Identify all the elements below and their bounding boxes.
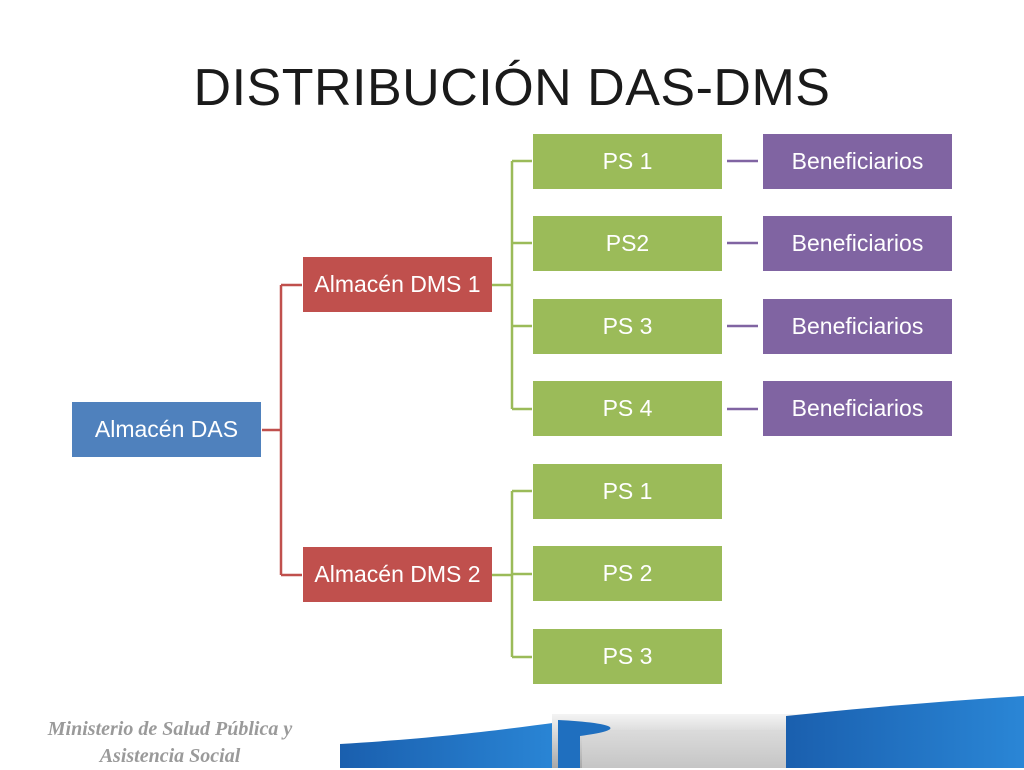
connector-dms1-ps <box>492 159 532 411</box>
node-dms1-ps-4: PS 4 <box>533 381 722 436</box>
footer-blue-band-right <box>786 696 1024 768</box>
footer-line-1: Ministerio de Salud Pública y <box>47 718 293 740</box>
node-label: PS 1 <box>602 478 653 504</box>
node-label: PS 2 <box>602 560 653 586</box>
node-almacen-dms-2: Almacén DMS 2 <box>303 547 492 602</box>
footer-blue-band-mid <box>558 720 611 768</box>
node-beneficiarios-1: Beneficiarios <box>763 134 952 189</box>
node-label: PS 3 <box>602 643 653 669</box>
node-dms2-ps-2: PS 2 <box>533 546 722 601</box>
connector-dms2-ps <box>492 489 532 659</box>
node-label: Beneficiarios <box>791 395 924 421</box>
node-label: PS2 <box>605 230 650 256</box>
footer-ministry: Ministerio de Salud Pública y Asistencia… <box>14 716 326 770</box>
node-label: PS 1 <box>602 148 653 174</box>
footer-silver-dark <box>582 730 810 768</box>
node-beneficiarios-2: Beneficiarios <box>763 216 952 271</box>
node-dms1-ps-1: PS 1 <box>533 134 722 189</box>
node-label: PS 4 <box>602 395 653 421</box>
connector-das-dms <box>262 283 302 577</box>
node-label: Almacén DAS <box>94 416 239 442</box>
node-beneficiarios-4: Beneficiarios <box>763 381 952 436</box>
node-label: Beneficiarios <box>791 230 924 256</box>
node-beneficiarios-3: Beneficiarios <box>763 299 952 354</box>
node-label: Almacén DMS 1 <box>314 271 481 297</box>
node-label: Almacén DMS 2 <box>314 561 481 587</box>
node-label: Beneficiarios <box>791 313 924 339</box>
node-dms2-ps-1: PS 1 <box>533 464 722 519</box>
node-dms2-ps-3: PS 3 <box>533 629 722 684</box>
node-dms1-ps-3: PS 3 <box>533 299 722 354</box>
slide-title: DISTRIBUCIÓN DAS-DMS <box>193 59 831 117</box>
node-almacen-das: Almacén DAS <box>72 402 261 457</box>
node-label: Beneficiarios <box>791 148 924 174</box>
footer-blue-band-left <box>340 722 560 768</box>
node-dms1-ps-2: PS2 <box>533 216 722 271</box>
node-almacen-dms-1: Almacén DMS 1 <box>303 257 492 312</box>
node-label: PS 3 <box>602 313 653 339</box>
connector-ps-beneficiarios <box>727 159 758 411</box>
footer-line-2: Asistencia Social <box>99 745 241 767</box>
